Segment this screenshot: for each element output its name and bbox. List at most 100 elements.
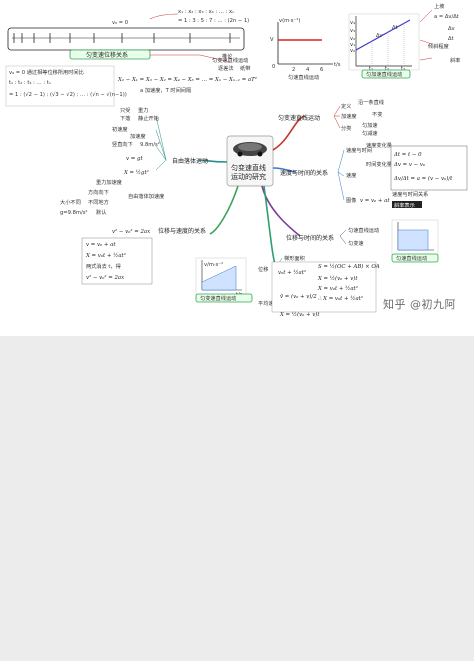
time-ratio-note1: v₀ = 0 通过相等位移所用时间比: [9, 68, 84, 76]
bottom-label-displacement: 位移: [258, 265, 268, 273]
accel-velocity-line: [355, 19, 411, 51]
graph2-dv-label: Δv: [376, 33, 383, 39]
ff-item-g: 9.8m/s²: [140, 142, 160, 148]
vt-eq4: v = v₀ + at: [360, 198, 390, 204]
uniform-sub-constant: 不变: [372, 110, 382, 118]
ff-eq1: v = gt: [126, 156, 143, 162]
branch-free-fall-label: 自由落体运动: [172, 157, 208, 165]
branch-disp-time: 位移与时间的关系 匀速直线运动 匀变速 匀速直线运动: [286, 219, 439, 263]
dv-derivation-box: [81, 237, 153, 285]
dt-sub-variable: 匀变速: [348, 239, 364, 247]
mind-map-svg: x₁ : x₂ : x₃ : x₄ : … : xₙ = 1 : 3 : 5 :…: [5, 2, 468, 318]
graph2-uphill: 上坡: [434, 2, 444, 10]
right-label-tape: 纸带: [240, 64, 250, 72]
branch-dv-label: 位移与速度的关系: [158, 227, 206, 235]
ff-item-fall: 下落: [120, 114, 131, 122]
ruler-ticks: [13, 33, 231, 43]
branch-velocity-time: 速度与时间的关系 速度与时间 速度 图像 速度变化量 时间变化量 Δt = t …: [280, 141, 468, 209]
bottom-graph-caption: 匀变速直线运动: [200, 294, 236, 302]
bottom-branch: v/m·s⁻¹ t/s 匀变速直线运动 梯形面积 位移 平均速度 S = ½(O…: [195, 254, 380, 318]
graph1-caption: 匀速直线运动: [288, 73, 319, 81]
graph2-xlabel-t3: t₃: [401, 66, 405, 72]
graph1-tick-2: 2: [292, 67, 295, 73]
ff-eq2: X = ½gt²: [123, 169, 149, 176]
vt-graph-accelerated: v₄ v₃ v₂ v₁ v₀ t₁ t₂ t₃ Δv Δt 匀加速直线运动 上坡…: [348, 2, 460, 79]
ff-item-only: 只受: [120, 106, 130, 114]
ff-side5: 不同地方: [88, 198, 109, 206]
bottom-eq7: ∴ X = v₀t + ½at²: [318, 295, 363, 302]
ff-item-rest: 静止开始: [138, 114, 160, 122]
vt-item-3: 图像: [346, 196, 357, 204]
branch-free-fall: 自由落体运动 只受 重力 下落 静止开始 初速度 加速度 竖直向下 9.8m/s…: [60, 106, 208, 216]
right-label-inference: 推论: [222, 52, 233, 60]
bottom-eq6: X = ½(v₀ + v)t: [279, 311, 320, 318]
ff-side6: g=9.8m/s²: [60, 210, 87, 216]
ff-side2: 自由落体加速度: [128, 192, 164, 200]
displacement-title: 匀变速位移关系: [86, 51, 128, 59]
ruler-box: [7, 27, 245, 51]
mind-map-canvas: x₁ : x₂ : x₃ : x₄ : … : xₙ = 1 : 3 : 5 :…: [0, 0, 474, 336]
vt-item-1: 速度与时间: [346, 146, 372, 154]
v0-label: v₀ = 0: [112, 20, 128, 26]
bottom-graph-ylabel: v/m·s⁻¹: [204, 262, 223, 268]
graph2-dt-label: Δt: [392, 25, 398, 31]
vt-box-label1: 速度变化量: [366, 141, 392, 149]
branch-vt-label: 速度与时间的关系: [280, 169, 328, 177]
bottom-label-trapezoid: 梯形面积: [284, 254, 305, 262]
ff-item-acceleration: 加速度: [130, 132, 146, 140]
graph2-ylabel-v4: v₄: [350, 20, 355, 26]
vt-graph-uniform: v(m·s⁻¹) V 0 2 4 6 t/s 匀速直线运动: [270, 18, 341, 81]
graph2-slope: 斜率: [450, 56, 460, 64]
branch-disp-velocity: 位移与速度的关系 v² − v₀² = 2ax v = v₀ + at X = …: [81, 227, 206, 285]
vt-box-label4: 斜率表示: [394, 201, 415, 209]
bottom-eq3: X = ½(v₀ + v)t: [317, 275, 358, 282]
ff-side4: 方向向下: [88, 188, 109, 196]
center-title-line2: 运动的研究: [231, 172, 266, 181]
uniform-sub-decel: 匀减速: [362, 129, 378, 137]
dv-box-line1: v = v₀ + at: [86, 242, 116, 248]
dv-main-eq: v² − v₀² = 2ax: [112, 228, 150, 235]
graph1-origin: 0: [272, 64, 275, 70]
bottom-eq2: v₀t + ½at²: [278, 269, 306, 276]
branch-uniform-label: 匀变速直线运动: [278, 114, 320, 122]
vt-formula-box: [390, 145, 468, 191]
graph2-xlabel-t2: t₂: [385, 66, 389, 72]
bottom-label-avg-velocity: 平均速度: [258, 299, 279, 307]
bottom-eq4: v̄ = (v₀ + v)/2: [280, 293, 317, 300]
ff-side1: 重力加速度: [96, 178, 122, 186]
uniform-sub-line: 沿一条直线: [358, 98, 384, 106]
dv-box-line4: v² − v₀² = 2ax: [86, 274, 124, 281]
empty-gray-area: [0, 336, 474, 661]
uniform-item-definition: 定义: [341, 102, 351, 110]
difference-equation: X₂ − X₁ = X₃ − X₂ = X₄ − X₃ = … = Xₙ − X…: [117, 76, 257, 83]
graph1-xlabel: t/s: [334, 62, 341, 68]
watermark: 知乎 @初九阿: [383, 298, 456, 311]
time-ratio-box: [5, 65, 115, 107]
difference-note: a 加速度，T 时间间隔: [140, 86, 191, 94]
branch-uniform-motion: 匀变速直线运动 定义 加速度 分类 沿一条直线 不变 匀加速 匀减速: [278, 98, 384, 137]
vt-box-label3: 速度与时间关系: [392, 190, 428, 198]
ratio-top-text: x₁ : x₂ : x₃ : x₄ : … : xₙ: [178, 9, 234, 15]
vt-box-label2: 时间变化量: [366, 160, 392, 168]
bottom-eq5: X = v₀t + ½at²: [317, 285, 358, 292]
right-label-diff: 逐差法: [218, 64, 234, 72]
right-label-uniform: 匀变速直线运动: [212, 56, 248, 64]
graph2-dv-right: Δv: [448, 26, 455, 32]
ff-item-initial-velocity: 初速度: [112, 125, 128, 133]
dv-box-line2: X = v₀t + ½at²: [85, 252, 126, 259]
graph2-a-formula: a = Δv/Δt: [434, 14, 459, 20]
vt-eq3: Δv/Δt = a = (v − v₀)/t: [393, 175, 453, 182]
dt-caption-box: [391, 253, 439, 263]
graph2-ylabel-v3: v₃: [350, 28, 355, 34]
center-node: 匀变速直线 运动的研究: [226, 135, 274, 187]
graph2-ylabel-v1: v₁: [350, 42, 355, 48]
graph1-tick-4: 4: [306, 67, 310, 73]
branch-dt-label: 位移与时间的关系: [286, 234, 334, 242]
uniform-item-classification: 分类: [341, 124, 351, 132]
uniform-item-acceleration: 加速度: [341, 112, 357, 120]
uniform-sub-accel: 匀加速: [362, 121, 378, 129]
displacement-title-box: [69, 49, 151, 60]
ff-side3: 大小不同: [60, 198, 81, 206]
graph1-ylabel: v(m·s⁻¹): [279, 18, 300, 24]
graph2-dt-right: Δt: [448, 36, 454, 42]
